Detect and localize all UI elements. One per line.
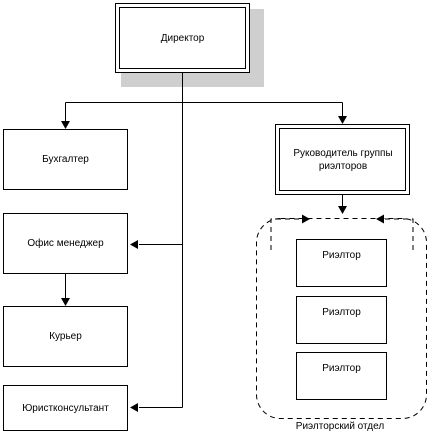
arrow-into-department xyxy=(338,206,347,214)
legal-advisor-label: Юристконсультант xyxy=(22,402,109,414)
realtor-head-box-inner xyxy=(279,128,406,191)
realtor-3-label: Риэлтор xyxy=(322,362,361,374)
realtor-department-label: Риэлторский отдел xyxy=(295,421,385,432)
office-manager-box xyxy=(3,213,128,274)
arrow-to-office-manager xyxy=(130,240,138,249)
arrow-to-accountant xyxy=(61,121,70,129)
realtor-box-2 xyxy=(296,296,387,344)
accountant-label: Бухгалтер xyxy=(42,154,89,165)
realtor-1-label: Риэлтор xyxy=(322,249,361,261)
realtor-head-box xyxy=(275,124,410,195)
courier-label: Курьер xyxy=(49,331,82,342)
arrow-to-legal-advisor xyxy=(130,403,138,412)
realtor-box-3 xyxy=(296,352,387,400)
realtor-department-frame xyxy=(256,218,427,419)
courier-box xyxy=(3,306,128,367)
realtor-2-label: Риэлтор xyxy=(322,306,361,318)
director-box xyxy=(115,3,264,87)
realtor-head-box-outer xyxy=(275,124,410,195)
director-label: Директор xyxy=(160,32,205,44)
dashed-left-arrowhead xyxy=(302,214,310,224)
director-box-inner xyxy=(119,7,246,69)
arrow-to-realtor-head xyxy=(338,116,347,124)
director-box-outer xyxy=(115,3,250,73)
dashed-right-arrowhead xyxy=(376,214,384,224)
accountant-box xyxy=(3,129,128,190)
dashed-left-arrow-line xyxy=(270,218,303,250)
arrow-to-courier xyxy=(61,298,70,306)
realtor-box-1 xyxy=(296,239,387,287)
realtor-head-label: Руководитель группы риэлторов xyxy=(293,147,393,172)
office-manager-label: Офис менеджер xyxy=(27,238,104,249)
legal-advisor-box xyxy=(3,385,128,431)
dashed-right-arrow-line xyxy=(383,218,414,250)
director-connectors xyxy=(61,73,347,412)
